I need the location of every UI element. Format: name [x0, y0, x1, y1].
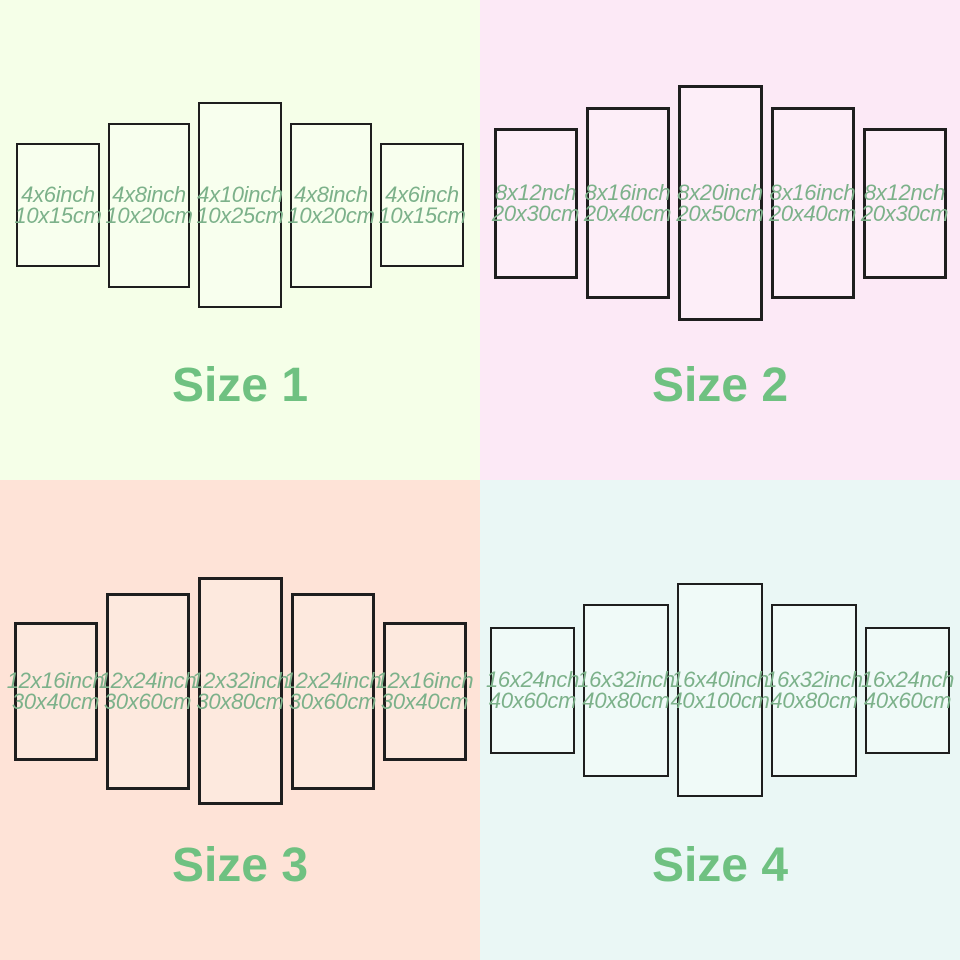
panel-size-label: 16x24nch 40x60cm: [486, 667, 580, 713]
canvas-panel: 4x6inch 10x15cm: [14, 143, 102, 267]
panel-inch-size: 12x24inch: [283, 668, 382, 693]
panel-cm-size: 40x80cm: [582, 688, 670, 713]
panel-size-label: 8x16inch 20x40cm: [583, 180, 672, 226]
canvas-panel: 8x20inch 20x50cm: [676, 85, 764, 321]
panel-row-size-1: 4x6inch 10x15cm 4x8inch 10x20cm 4x10inch…: [0, 0, 480, 410]
panel-inch-size: 12x16inch: [375, 668, 474, 693]
panel-cm-size: 20x40cm: [583, 201, 672, 226]
panel-cm-size: 40x100cm: [670, 688, 770, 713]
panel-size-label: 12x16inch 30x40cm: [6, 668, 105, 714]
panel-inch-size: 8x12nch: [494, 180, 577, 205]
size-group-label-4: Size 4: [651, 839, 789, 892]
panel-cm-size: 20x40cm: [768, 201, 857, 226]
panel-cm-size: 30x80cm: [196, 689, 284, 714]
canvas-panel: 12x16inch 30x40cm: [376, 621, 474, 761]
panel-inch-size: 8x20inch: [677, 180, 763, 205]
canvas-panel: 12x32inch 30x80cm: [191, 577, 289, 805]
panel-inch-size: 12x16inch: [6, 668, 105, 693]
panel-size-label: 16x24nch 40x60cm: [861, 667, 955, 713]
panel-inch-size: 4x10inch: [197, 182, 283, 207]
quadrant-size-3: 12x16inch 30x40cm 12x24inch 30x60cm 12x3…: [0, 480, 480, 960]
panel-cm-size: 10x25cm: [196, 203, 284, 228]
canvas-panel: 8x16inch 20x40cm: [768, 107, 857, 299]
panel-size-label: 4x6inch 10x15cm: [14, 182, 102, 228]
quadrant-size-2: 8x12nch 20x30cm 8x16inch 20x40cm 8x20inc…: [480, 0, 960, 480]
panel-inch-size: 16x32inch: [765, 667, 863, 692]
panel-inch-size: 12x32inch: [191, 668, 289, 693]
canvas-panel: 8x12nch 20x30cm: [491, 127, 580, 279]
panel-size-label: 16x32inch 40x80cm: [577, 667, 675, 713]
panel-inch-size: 4x8inch: [294, 182, 368, 207]
panel-size-label: 16x40inch 40x100cm: [670, 667, 770, 713]
canvas-panel: 12x24inch 30x60cm: [99, 592, 197, 790]
panel-size-label: 8x12nch 20x30cm: [491, 180, 580, 226]
panel-inch-size: 4x6inch: [385, 182, 459, 207]
panel-cm-size: 40x80cm: [770, 688, 858, 713]
canvas-panel: 16x40inch 40x100cm: [670, 583, 770, 797]
panel-size-label: 12x24inch 30x60cm: [283, 668, 382, 714]
canvas-panel: 12x16inch 30x40cm: [7, 621, 105, 761]
panel-inch-size: 16x32inch: [577, 667, 675, 692]
panel-inch-size: 8x16inch: [584, 180, 671, 205]
panel-cm-size: 40x60cm: [863, 688, 952, 713]
panel-size-label: 12x32inch 30x80cm: [191, 668, 289, 714]
panel-cm-size: 40x60cm: [488, 688, 577, 713]
panel-row-size-2: 8x12nch 20x30cm 8x16inch 20x40cm 8x20inc…: [480, 0, 960, 406]
quadrant-size-1: 4x6inch 10x15cm 4x8inch 10x20cm 4x10inch…: [0, 0, 480, 480]
panel-row-size-3: 12x16inch 30x40cm 12x24inch 30x60cm 12x3…: [0, 480, 480, 902]
canvas-panel: 8x16inch 20x40cm: [583, 107, 672, 299]
panel-size-label: 4x8inch 10x20cm: [287, 182, 375, 228]
panel-cm-size: 10x15cm: [378, 203, 466, 228]
canvas-panel: 16x32inch 40x80cm: [765, 603, 863, 777]
panel-size-label: 8x20inch 20x50cm: [676, 180, 764, 226]
panel-size-label: 16x32inch 40x80cm: [765, 667, 863, 713]
panel-cm-size: 20x30cm: [491, 201, 580, 226]
panel-cm-size: 10x20cm: [105, 203, 193, 228]
panel-inch-size: 12x24inch: [98, 668, 197, 693]
canvas-panel: 16x24nch 40x60cm: [861, 626, 954, 754]
canvas-panel: 8x12nch 20x30cm: [860, 127, 949, 279]
canvas-panel: 4x10inch 10x25cm: [196, 102, 284, 308]
canvas-panel: 4x8inch 10x20cm: [287, 122, 375, 288]
canvas-panel: 16x32inch 40x80cm: [577, 603, 675, 777]
canvas-panel: 4x8inch 10x20cm: [105, 122, 193, 288]
panel-inch-size: 4x8inch: [112, 182, 186, 207]
panel-cm-size: 30x60cm: [288, 689, 377, 714]
quadrant-size-4: 16x24nch 40x60cm 16x32inch 40x80cm 16x40…: [480, 480, 960, 960]
panel-size-label: 4x8inch 10x20cm: [105, 182, 193, 228]
size-group-label-3: Size 3: [171, 839, 309, 892]
panel-cm-size: 10x15cm: [14, 203, 102, 228]
panel-cm-size: 20x30cm: [860, 201, 949, 226]
panel-size-label: 8x12nch 20x30cm: [860, 180, 949, 226]
panel-inch-size: 16x24nch: [861, 667, 955, 692]
panel-row-size-4: 16x24nch 40x60cm 16x32inch 40x80cm 16x40…: [480, 480, 960, 900]
panel-size-label: 4x10inch 10x25cm: [196, 182, 284, 228]
canvas-panel: 12x24inch 30x60cm: [284, 592, 382, 790]
panel-cm-size: 30x60cm: [103, 689, 192, 714]
panel-size-label: 8x16inch 20x40cm: [768, 180, 857, 226]
panel-size-label: 12x16inch 30x40cm: [375, 668, 474, 714]
panel-size-label: 12x24inch 30x60cm: [98, 668, 197, 714]
size-group-label-1: Size 1: [171, 359, 309, 412]
panel-size-label: 4x6inch 10x15cm: [378, 182, 466, 228]
panel-inch-size: 4x6inch: [21, 182, 95, 207]
panel-cm-size: 30x40cm: [380, 689, 469, 714]
panel-inch-size: 16x40inch: [671, 667, 769, 692]
size-group-label-2: Size 2: [651, 359, 789, 412]
panel-cm-size: 30x40cm: [11, 689, 100, 714]
panel-cm-size: 20x50cm: [676, 201, 764, 226]
canvas-panel: 4x6inch 10x15cm: [378, 143, 466, 267]
canvas-panel: 16x24nch 40x60cm: [486, 626, 579, 754]
panel-inch-size: 16x24nch: [486, 667, 580, 692]
panel-inch-size: 8x16inch: [769, 180, 856, 205]
panel-cm-size: 10x20cm: [287, 203, 375, 228]
panel-inch-size: 8x12nch: [863, 180, 946, 205]
